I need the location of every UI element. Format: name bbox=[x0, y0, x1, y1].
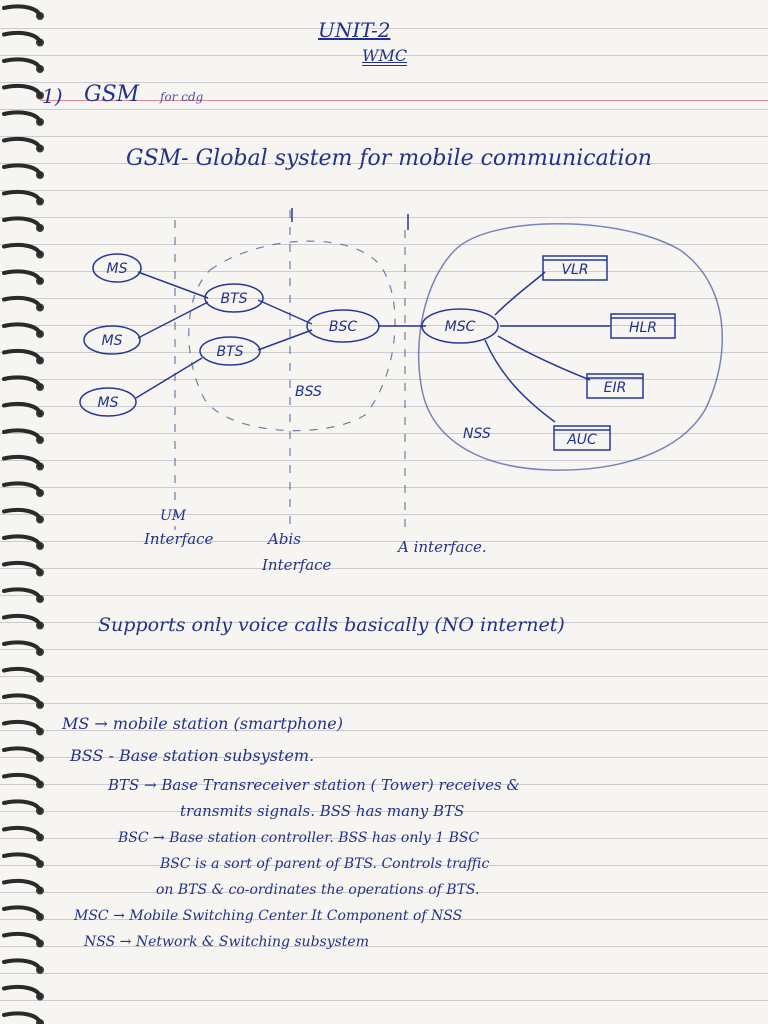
bts-label: BTS bbox=[216, 344, 243, 360]
binding-ring bbox=[2, 4, 42, 18]
vlr-label: VLR bbox=[561, 262, 588, 278]
note-line: BSC is a sort of parent of BTS. Controls… bbox=[160, 856, 490, 872]
link-ms3-bts2 bbox=[135, 357, 203, 399]
binding-ring bbox=[2, 640, 42, 654]
binding-ring bbox=[2, 269, 42, 283]
binding-ring bbox=[2, 984, 42, 999]
bts-node: BTS bbox=[204, 283, 264, 313]
ms-label: MS bbox=[98, 395, 119, 411]
binding-ring bbox=[2, 83, 42, 98]
nss-boundary bbox=[417, 223, 723, 471]
binding-ring bbox=[2, 348, 42, 363]
bss-boundary bbox=[188, 240, 396, 432]
binding-ring bbox=[2, 375, 42, 389]
supports-note: Supports only voice calls basically (NO … bbox=[98, 614, 565, 636]
ms-node: MS bbox=[83, 325, 141, 355]
binding-ring bbox=[2, 958, 42, 972]
binding-ring bbox=[2, 428, 42, 442]
binding-ring bbox=[2, 560, 42, 575]
bts-node: BTS bbox=[199, 336, 261, 366]
binding-ring bbox=[2, 825, 42, 840]
binding-ring bbox=[2, 295, 42, 310]
binding-ring bbox=[2, 1011, 42, 1024]
bss-label: BSS bbox=[295, 384, 322, 400]
msc-label: MSC bbox=[445, 319, 476, 335]
a-interface-label: A interface. bbox=[398, 538, 487, 556]
binding-ring bbox=[2, 189, 42, 204]
hlr-label: HLR bbox=[629, 320, 657, 336]
note-line: NSS → Network & Switching subsystem bbox=[84, 934, 369, 950]
binding-ring bbox=[2, 242, 42, 257]
nss-label: NSS bbox=[463, 426, 491, 442]
um-interface-label: UM bbox=[160, 508, 187, 524]
binding-ring bbox=[2, 931, 42, 946]
link-ms2-bts1 bbox=[137, 301, 209, 339]
note-line: on BTS & co-ordinates the operations of … bbox=[156, 882, 480, 898]
heading-scribble: for cdg bbox=[160, 90, 204, 104]
binding-ring bbox=[2, 587, 42, 601]
binding-ring bbox=[2, 322, 42, 336]
ms-node: MS bbox=[92, 253, 142, 283]
binding-ring bbox=[2, 613, 42, 628]
margin-line bbox=[40, 100, 768, 101]
link-msc-eir bbox=[497, 335, 591, 381]
note-line: BSC → Base station controller. BSS has o… bbox=[118, 830, 480, 846]
abis-interface-label-2: Interface bbox=[262, 556, 332, 574]
binding-ring bbox=[2, 216, 42, 230]
binding-ring bbox=[2, 746, 42, 760]
link-bts2-bsc bbox=[257, 329, 313, 351]
binding-ring bbox=[2, 905, 42, 919]
msc-node: MSC bbox=[421, 308, 499, 344]
binding-ring bbox=[2, 57, 42, 71]
binding-ring bbox=[2, 136, 42, 151]
bts-label: BTS bbox=[220, 291, 247, 307]
note-line: MS → mobile station (smartphone) bbox=[62, 714, 343, 733]
eir-database: EIR bbox=[586, 373, 644, 399]
ms-label: MS bbox=[107, 261, 128, 277]
binding-ring bbox=[2, 666, 42, 681]
binding-ring bbox=[2, 454, 42, 469]
hlr-database: HLR bbox=[610, 313, 676, 339]
eir-label: EIR bbox=[604, 380, 627, 396]
ms-node: MS bbox=[79, 387, 137, 417]
heading-topic: GSM bbox=[84, 82, 140, 107]
link-bts1-bsc bbox=[257, 299, 313, 325]
note-line: BSS - Base station subsystem. bbox=[70, 746, 315, 765]
abis-interface-label: Abis bbox=[268, 530, 301, 548]
um-interface-label-2: Interface bbox=[144, 530, 214, 548]
binding-ring bbox=[2, 719, 42, 734]
binding-ring bbox=[2, 799, 42, 813]
binding-ring bbox=[2, 693, 42, 707]
binding-ring bbox=[2, 507, 42, 522]
spiral-binding bbox=[2, 4, 44, 1024]
note-line: MSC → Mobile Switching Center It Compone… bbox=[74, 908, 463, 924]
link-msc-auc bbox=[484, 339, 556, 423]
binding-ring bbox=[2, 401, 42, 416]
auc-label: AUC bbox=[566, 432, 597, 448]
binding-ring bbox=[2, 163, 42, 177]
link-ms1-bts1 bbox=[137, 271, 209, 299]
note-line: BTS → Base Transreceiver station ( Tower… bbox=[108, 776, 520, 794]
bsc-node: BSC bbox=[306, 309, 380, 343]
heading-number: 1) bbox=[42, 84, 63, 108]
link-msc-vlr bbox=[494, 271, 546, 316]
unit-title: UNIT-2 bbox=[318, 18, 391, 42]
binding-ring bbox=[2, 772, 42, 787]
binding-ring bbox=[2, 852, 42, 866]
binding-ring bbox=[2, 30, 42, 45]
binding-ring bbox=[2, 878, 42, 893]
gsm-architecture-diagram: MS MS MS BTS BTS BSC MSC VLR HLR E bbox=[79, 208, 723, 530]
gsm-definition: GSM- Global system for mobile communicat… bbox=[126, 146, 652, 171]
vlr-database: VLR bbox=[542, 255, 608, 281]
bsc-label: BSC bbox=[329, 319, 357, 335]
binding-ring bbox=[2, 110, 42, 124]
ms-label: MS bbox=[102, 333, 123, 349]
note-line: transmits signals. BSS has many BTS bbox=[180, 802, 465, 820]
binding-ring bbox=[2, 481, 42, 495]
subject-title: WMC bbox=[362, 46, 408, 65]
auc-database: AUC bbox=[553, 425, 611, 451]
binding-ring bbox=[2, 534, 42, 548]
